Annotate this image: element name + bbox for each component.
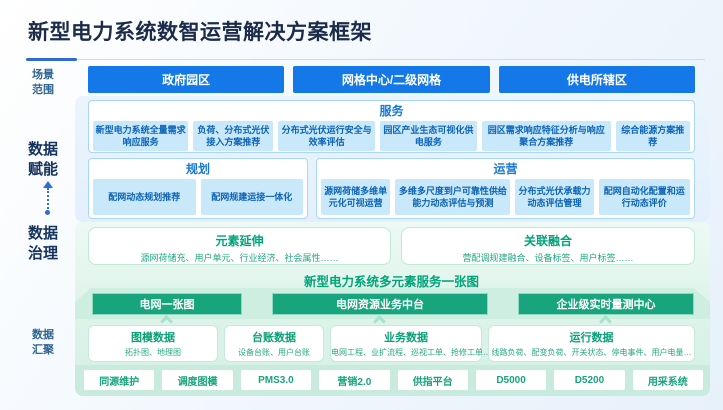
- multi-element-map-title: 新型电力系统多元素服务一张图: [303, 275, 479, 289]
- operation-chip: 分布式光伏承载力动态评估管理: [515, 179, 594, 215]
- scene-button-grid-center: 网格中心/二级网格: [293, 66, 490, 93]
- element-extension-desc: 源网荷储充、用户单元、行业经济、社会属性……: [140, 253, 339, 263]
- source-system-chip: 同源维护: [84, 370, 155, 390]
- association-fusion-title: 关联融合: [523, 234, 572, 248]
- data-card-desc: 电网工程、业扩流程、巡视工单、抢修工单…: [331, 348, 491, 357]
- side-label-governance: 数据治理: [27, 225, 58, 263]
- source-system-chip: D5000: [475, 370, 547, 390]
- source-system-chip: 供指平台: [397, 370, 468, 390]
- data-card-desc: 设备台账、用户台账: [238, 348, 310, 357]
- source-system-chip: 营销2.0: [319, 370, 390, 390]
- scene-button-government-park: 政府园区: [88, 66, 285, 93]
- element-extension-title: 元素延伸: [215, 234, 264, 248]
- data-card-desc: 线路负荷、配变负荷、开关状态、停电事件、用户电量…: [491, 348, 692, 357]
- operation-panel: 运营 源网荷储多维单元化可视运营 多维多尺度到户可靠性供给能力动态评估与预测 分…: [316, 158, 695, 219]
- page-title: 新型电力系统数智运营解决方案框架: [28, 21, 372, 44]
- service-chip: 新型电力系统全量需求响应服务: [93, 121, 189, 151]
- arrow-dot: [45, 210, 50, 215]
- data-card-title: 台账数据: [252, 332, 296, 344]
- data-card-ledger: 台账数据 设备台账、用户台账: [224, 325, 324, 362]
- service-chip: 园区产业生态可视化供电服务: [379, 121, 477, 151]
- side-label-aggregation: 数据汇聚: [32, 329, 54, 356]
- platform-grid-resource-middle-platform: 电网资源业务中台: [272, 293, 488, 315]
- operation-chip-row: 源网荷储多维单元化可视运营 多维多尺度到户可靠性供给能力动态评估与预测 分布式光…: [321, 179, 691, 215]
- source-system-chip: D5200: [554, 370, 625, 390]
- title-divider-line: [77, 59, 705, 60]
- service-chip: 园区需求响应特征分析与响应聚合方案推荐: [481, 121, 611, 151]
- data-card-title: 运行数据: [569, 332, 614, 344]
- arrow-dotted-line: [47, 188, 55, 209]
- association-fusion-desc: 营配调规建融合、设备标签、用户标签……: [462, 253, 634, 263]
- data-card-desc: 拓扑图、地理图: [125, 348, 181, 357]
- source-system-chip: PMS3.0: [240, 370, 312, 390]
- service-panel: 服务 新型电力系统全量需求响应服务 负荷、分布式光伏接入方案推荐 分布式光伏运行…: [88, 100, 695, 153]
- service-chip: 负荷、分布式光伏接入方案推荐: [193, 121, 274, 151]
- service-chip: 综合能源方案推荐: [615, 121, 690, 151]
- element-extension-box: 元素延伸 源网荷储充、用户单元、行业经济、社会属性……: [88, 227, 391, 265]
- service-panel-title: 服务: [379, 104, 404, 118]
- operation-chip: 配网自动化配置和运行动态评价: [598, 179, 691, 215]
- operation-chip: 源网荷储多维单元化可视运营: [321, 179, 391, 215]
- side-label-empower: 数据赋能: [27, 141, 58, 179]
- data-card-title: 图模数据: [131, 332, 175, 344]
- operation-chip: 多维多尺度到户可靠性供给能力动态评估与预测: [395, 179, 511, 215]
- service-chip-row: 新型电力系统全量需求响应服务 负荷、分布式光伏接入方案推荐 分布式光伏运行安全与…: [93, 121, 690, 151]
- source-system-chip: 用采系统: [632, 370, 703, 390]
- source-system-chip: 调度图模: [162, 370, 233, 390]
- scene-button-row: 政府园区 网格中心/二级网格 供电所辖区: [88, 66, 695, 93]
- side-label-scene: 场景范围: [32, 69, 54, 96]
- platform-grid-one-map: 电网一张图: [92, 293, 242, 315]
- planning-chip: 配网动态规划推荐: [93, 179, 196, 215]
- data-card-title: 业务数据: [384, 332, 428, 344]
- planning-chip-row: 配网动态规划推荐 配网规建运接一体化: [93, 179, 303, 215]
- flow-arrow-icon: [43, 181, 55, 219]
- platform-realtime-measurement-center: 企业级实时量测中心: [518, 293, 694, 315]
- operation-panel-title: 运营: [493, 162, 518, 176]
- planning-panel: 规划 配网动态规划推荐 配网规建运接一体化: [88, 158, 308, 219]
- service-chip: 分布式光伏运行安全与效率评估: [278, 121, 375, 151]
- source-system-row: 同源维护 调度图模 PMS3.0 营销2.0 供指平台 D5000 D5200 …: [84, 370, 703, 390]
- scene-button-power-supply-area: 供电所辖区: [498, 66, 695, 93]
- planning-panel-title: 规划: [185, 162, 210, 176]
- data-card-business: 业务数据 电网工程、业扩流程、巡视工单、抢修工单…: [330, 325, 491, 362]
- association-fusion-box: 关联融合 营配调规建融合、设备标签、用户标签……: [401, 227, 695, 265]
- data-card-graph-model: 图模数据 拓扑图、地理图: [88, 325, 218, 362]
- planning-chip: 配网规建运接一体化: [200, 179, 303, 215]
- data-card-operation: 运行数据 线路负荷、配变负荷、开关状态、停电事件、用户电量…: [488, 325, 695, 362]
- arrow-head-up-icon: [43, 181, 53, 188]
- title-accent-bar: [26, 58, 77, 61]
